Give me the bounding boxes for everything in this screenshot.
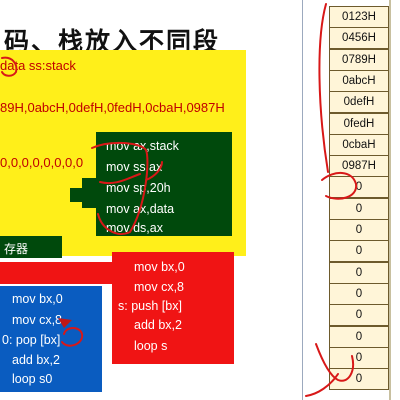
code-line: mov bx,0 — [134, 260, 185, 274]
code-line: mov cx,8 — [12, 313, 63, 327]
code-line: mov sp,20h — [106, 181, 171, 195]
memory-cell: 0 — [329, 346, 389, 369]
memory-cell: 0fedH — [329, 112, 389, 135]
segment-declaration: data ss:stack — [0, 58, 76, 73]
pop-loop-block — [0, 286, 102, 392]
memory-cell: 0abcH — [329, 69, 389, 92]
code-line: mov ss,ax — [106, 160, 163, 174]
ink-bracket-table — [318, 3, 329, 173]
memory-cell: 0 — [329, 368, 389, 391]
slide-divider — [302, 0, 303, 400]
memory-cell: 0789H — [329, 48, 389, 71]
code-line: mov ax,stack — [106, 139, 179, 153]
code-line: mov cx,8 — [134, 280, 185, 294]
memory-cell: 0 — [329, 261, 389, 284]
memory-cell: 0987H — [329, 155, 389, 178]
memory-cell: 0 — [329, 197, 389, 220]
code-line: loop s — [134, 339, 168, 353]
memory-cell: 0123H — [329, 6, 389, 28]
memory-cell: 0 — [329, 176, 389, 199]
register-label: 存器 — [4, 242, 29, 256]
code-line: add bx,2 — [134, 318, 182, 332]
memory-cell: 0 — [329, 240, 389, 263]
memory-cell: 0defH — [329, 91, 389, 114]
push-block-arm — [0, 262, 112, 284]
register-label-bar — [0, 236, 62, 258]
code-line: 0: pop [bx] — [2, 333, 61, 347]
memory-cell: 0cbaH — [329, 133, 389, 156]
code-line: mov bx,0 — [12, 292, 63, 306]
memory-cell: 0 — [329, 219, 389, 241]
code-line: mov ax,data — [106, 202, 175, 216]
data-words-line: 89H,0abcH,0defH,0fedH,0cbaH,0987H — [0, 100, 225, 115]
code-line: s: push [bx] — [118, 299, 182, 313]
memory-cell: 0456H — [329, 27, 389, 50]
memory-cell: 0 — [329, 325, 389, 348]
push-loop-block — [112, 252, 234, 364]
code-line: loop s0 — [12, 372, 53, 386]
memory-cell: 0 — [329, 282, 389, 305]
memory-edge — [389, 0, 391, 400]
code-line: mov ds,ax — [106, 221, 163, 235]
memory-cell: 0 — [329, 304, 389, 327]
code-line: add bx,2 — [12, 353, 60, 367]
stack-words-line: 0,0,0,0,0,0,0,0 — [0, 155, 84, 170]
